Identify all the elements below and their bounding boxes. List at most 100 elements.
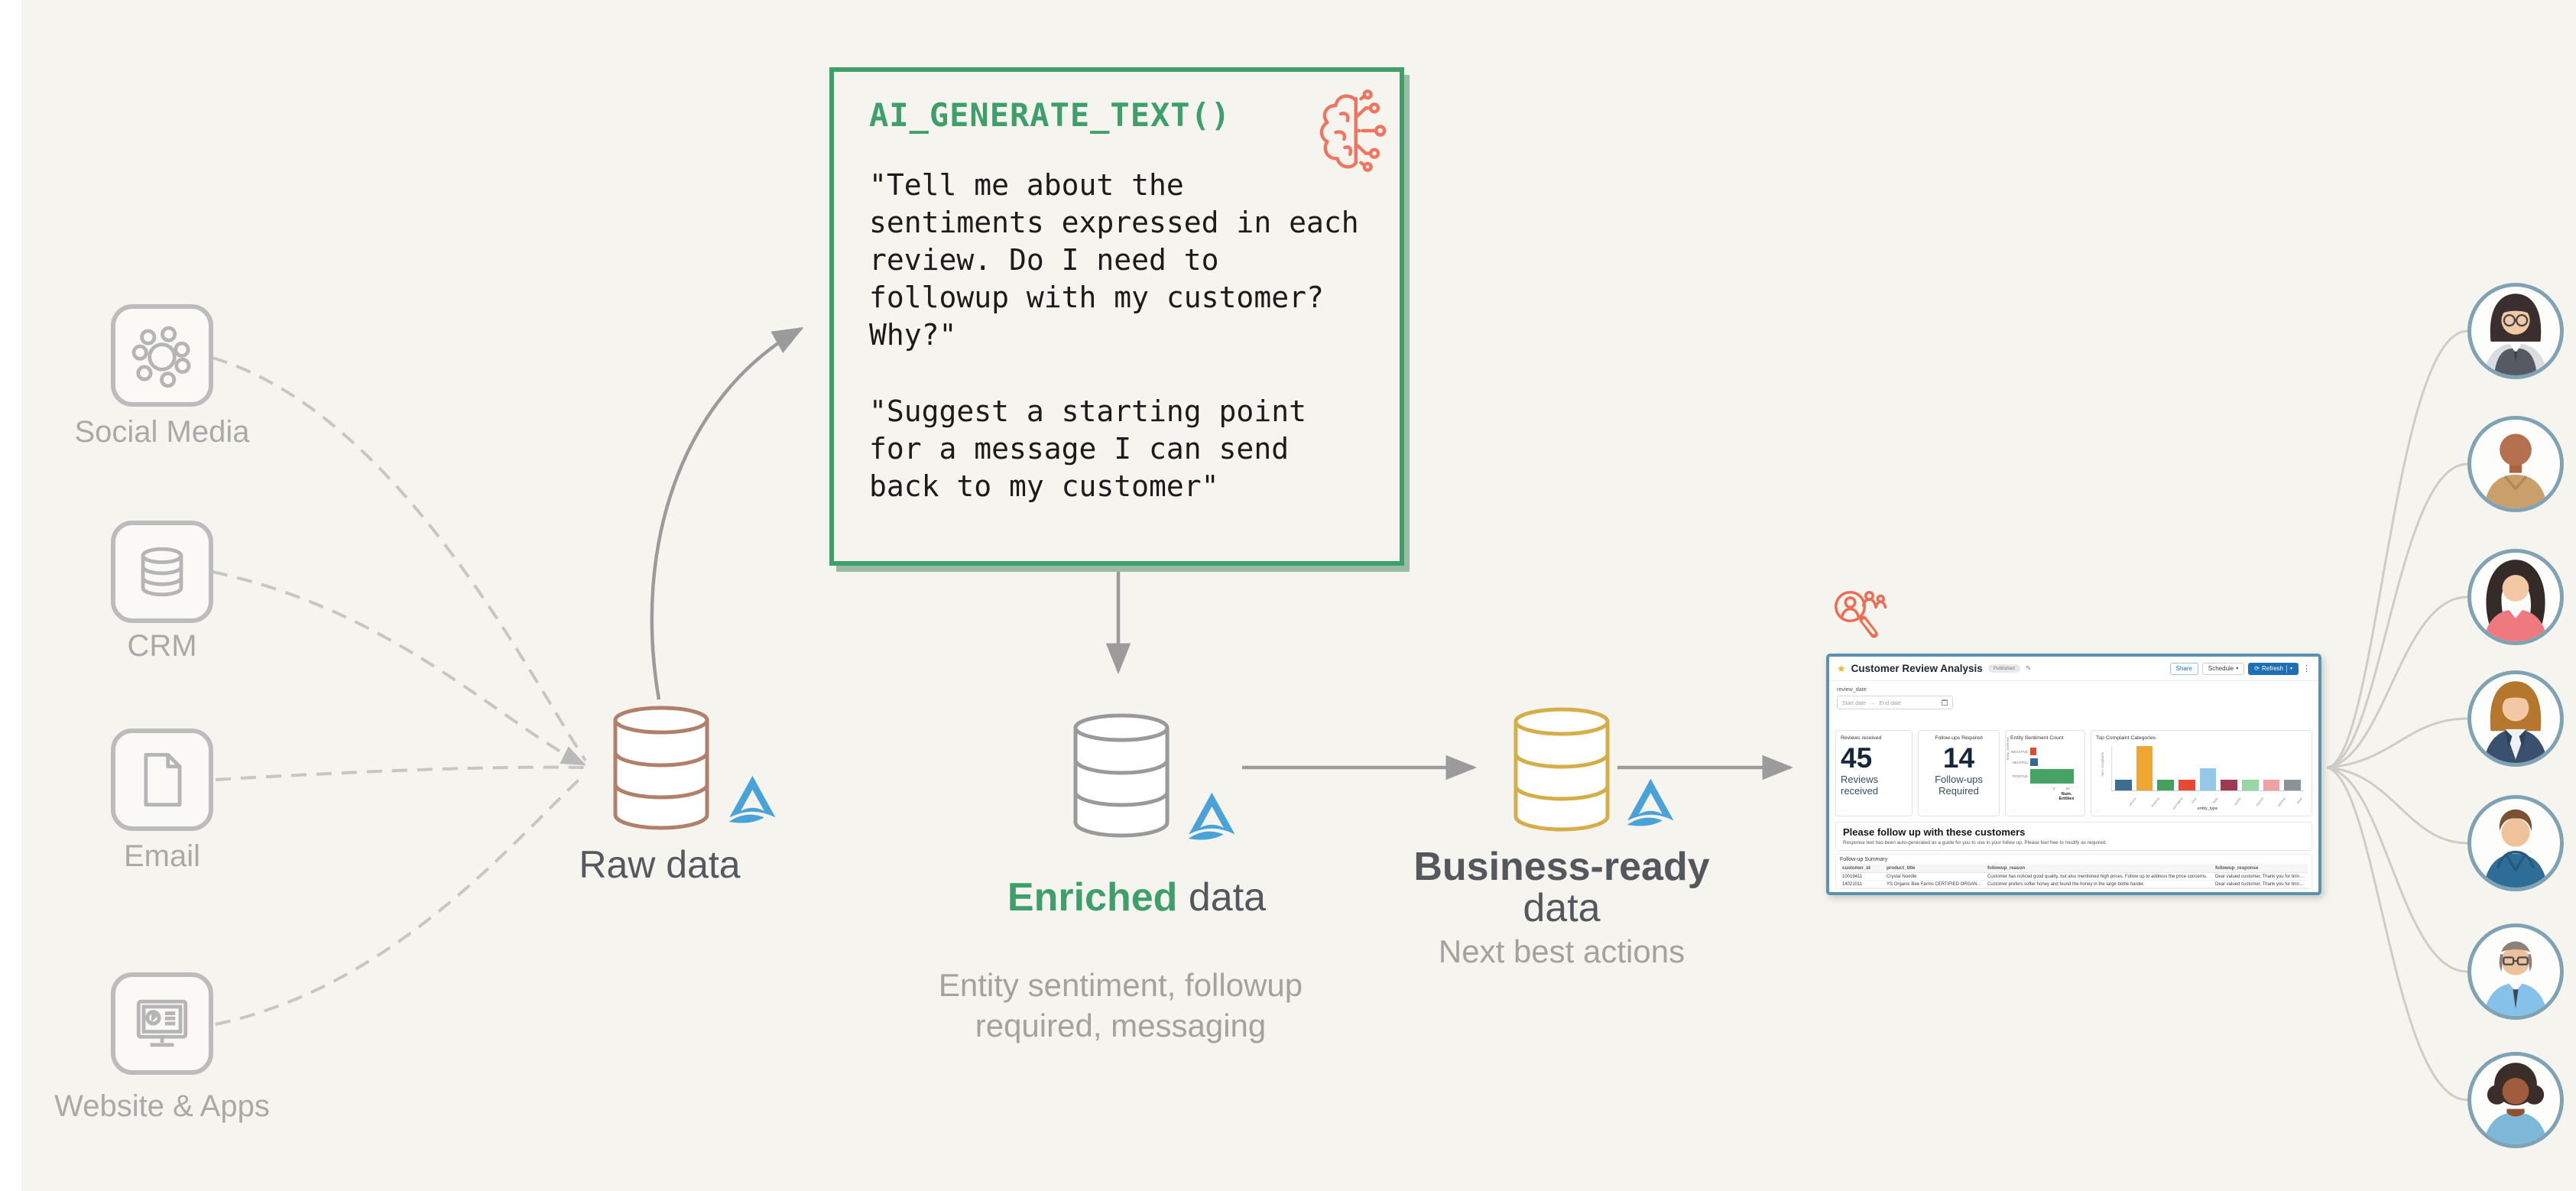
refresh-icon: ⟳ [2254,665,2260,672]
table-row[interactable]: 92800910No Pudge! Fat Free Fudge Brownie… [1840,888,2308,890]
avatar-woman-curly-hair-coral [2467,549,2564,645]
kpi-caption: Follow-ups Required [1935,774,1983,797]
followup-heading: Please follow up with these customers [1843,826,2026,838]
ai-generate-text-box: AI_GENERATE_TEXT() "Tell me about the se… [829,67,1404,566]
bar-packaging [2157,779,2175,790]
card-footnote: ··· [2096,809,2101,813]
raw-data-cylinder [609,703,713,832]
customer-review-dashboard: ★ Customer Review Analysis Published ✎ S… [1826,654,2321,895]
delta-lake-icon [1184,787,1238,847]
complaint-bar-column: price [2179,746,2198,804]
bar-service [2115,779,2132,790]
bar-other [2284,779,2302,790]
share-button[interactable]: Share [2169,662,2198,675]
business-ready-subtitle: Next best actions [1438,933,1685,969]
raw-data-label: Raw data [579,843,741,886]
analytics-monitor-icon [125,987,199,1060]
kpi-and-chart-row: Reviews received 45 Reviews received ···… [1835,730,2312,816]
date-range-input[interactable]: Start date → End date [1837,696,1953,709]
bar-quality [2221,779,2238,790]
calendar-icon [1942,699,1948,706]
database-icon [125,535,199,608]
bar-neutral [2030,758,2038,766]
bar-labeling [2263,779,2280,790]
bar-taste [2199,768,2217,790]
business-ready-label-line2: data [1523,886,1601,930]
source-label-email: Email [123,839,201,873]
card-footnote: ··· [1923,809,1928,813]
complaints-y-axis-label: Num. Complaints [2101,751,2104,777]
bar-negative [2030,748,2037,755]
chevron-down-icon: ▾ [2236,667,2239,671]
source-crm [111,521,213,623]
bar-shipping [2136,746,2153,790]
card-footnote: ··· [1841,809,1845,813]
complaint-bar-column: service [2115,746,2137,806]
table-cell: No Pudge! Fat Free Fudge Brownie Mix, 13… [1884,888,1985,890]
avatar-balding-man-glasses-tie [2467,923,2564,1020]
followup-summary-table[interactable]: customer_id product_title followup_reaso… [1840,864,2308,890]
bar-positive [2030,769,2074,784]
table-cell: YS Organic Bee Farms CERTIFIED ORGANIC .… [1884,880,1985,888]
kpi-card-followups-required: Follow-ups Required 14 Follow-ups Requir… [1918,730,2000,816]
refresh-button[interactable]: ⟳Refresh▾ [2248,662,2299,675]
avatar-woman-afro-blue-top [2467,1052,2564,1148]
followup-summary-panel: Follow-up Summary customer_id product_ti… [1835,854,2312,889]
delta-lake-icon [1623,774,1676,833]
business-ready-cylinder [1510,705,1614,833]
sentiment-bar-row: NEUTRAL [2013,758,2080,766]
source-website-apps [111,972,213,1075]
enriched-highlight: Enriched [1007,875,1178,920]
column-header: product_title [1884,864,1985,873]
enriched-data-cylinder [1069,711,1173,839]
dashboard-actions: Share Schedule▾ ⟳Refresh▾ ⋮ [2169,662,2311,675]
table-cell: Dear valued customer, Thank you for brin… [2213,872,2308,881]
chart-card-entity-sentiment: Entity Sentiment Count entity_sentiment … [2005,730,2085,816]
followup-callout: Please follow up with these customers Re… [1835,822,2312,851]
dashboard-header: ★ Customer Review Analysis Published ✎ S… [1829,657,2318,681]
enriched-rest: data [1177,875,1267,920]
document-icon [125,743,199,816]
card-title: Follow-ups Required [1935,735,1983,741]
kebab-menu-icon[interactable]: ⋮ [2302,664,2311,673]
complaints-x-axis-label: entity_type [2197,806,2218,811]
table-cell: Dear valued customer, Thank you for brin… [2213,880,2308,888]
kpi-value: 14 [1942,742,1975,774]
table-cell: Customer prefers softer honey and found … [1985,880,2213,888]
social-network-icon [125,319,199,392]
complaint-bar-column: quality [2221,746,2242,806]
card-footnote: ··· [2010,809,2015,813]
sentiment-bar-row: POSITIVE [2013,769,2080,784]
ai-function-title: AI_GENERATE_TEXT() [869,96,1231,134]
button-divider [2286,664,2287,673]
sentiment-y-axis-label: entity_sentiment [2006,736,2010,761]
table-header-row: customer_id product_title followup_reaso… [1840,864,2308,873]
dashboard-title: Customer Review Analysis [1851,663,1983,674]
chart-card-top-complaints: Top Complaint Categories Num. Complaints… [2091,730,2312,816]
source-label-social-media: Social Media [74,415,250,449]
pipeline-arrows [650,327,1794,780]
chart-title: Entity Sentiment Count [2010,735,2064,741]
avatar-woman-bob-glasses [2467,283,2564,379]
edit-pencil-icon[interactable]: ✎ [2025,664,2032,672]
ai-prompt-2: "Suggest a starting point for a message … [869,394,1306,503]
table-cell: Customer has noticed good quality, but a… [1985,872,2213,881]
favorite-star-icon[interactable]: ★ [1837,662,1846,674]
ai-brain-circuit-icon [1316,89,1400,173]
kpi-card-reviews-received: Reviews received 45 Reviews received ··· [1835,730,1913,816]
followup-subtext: Response text has been auto-generated as… [1843,840,2107,845]
complaint-bar-column: labeling [2263,746,2286,807]
table-title: Follow-up Summary [1840,857,1888,862]
dashboard-status-badge: Published [1987,664,2020,673]
column-header: followup_response [2213,864,2308,873]
sentiment-bar-row: NEGATIVE [2011,748,2080,755]
chevron-down-icon: ▾ [2289,667,2292,671]
schedule-button[interactable]: Schedule▾ [2201,662,2245,675]
end-date-placeholder: End date [1879,699,1902,706]
